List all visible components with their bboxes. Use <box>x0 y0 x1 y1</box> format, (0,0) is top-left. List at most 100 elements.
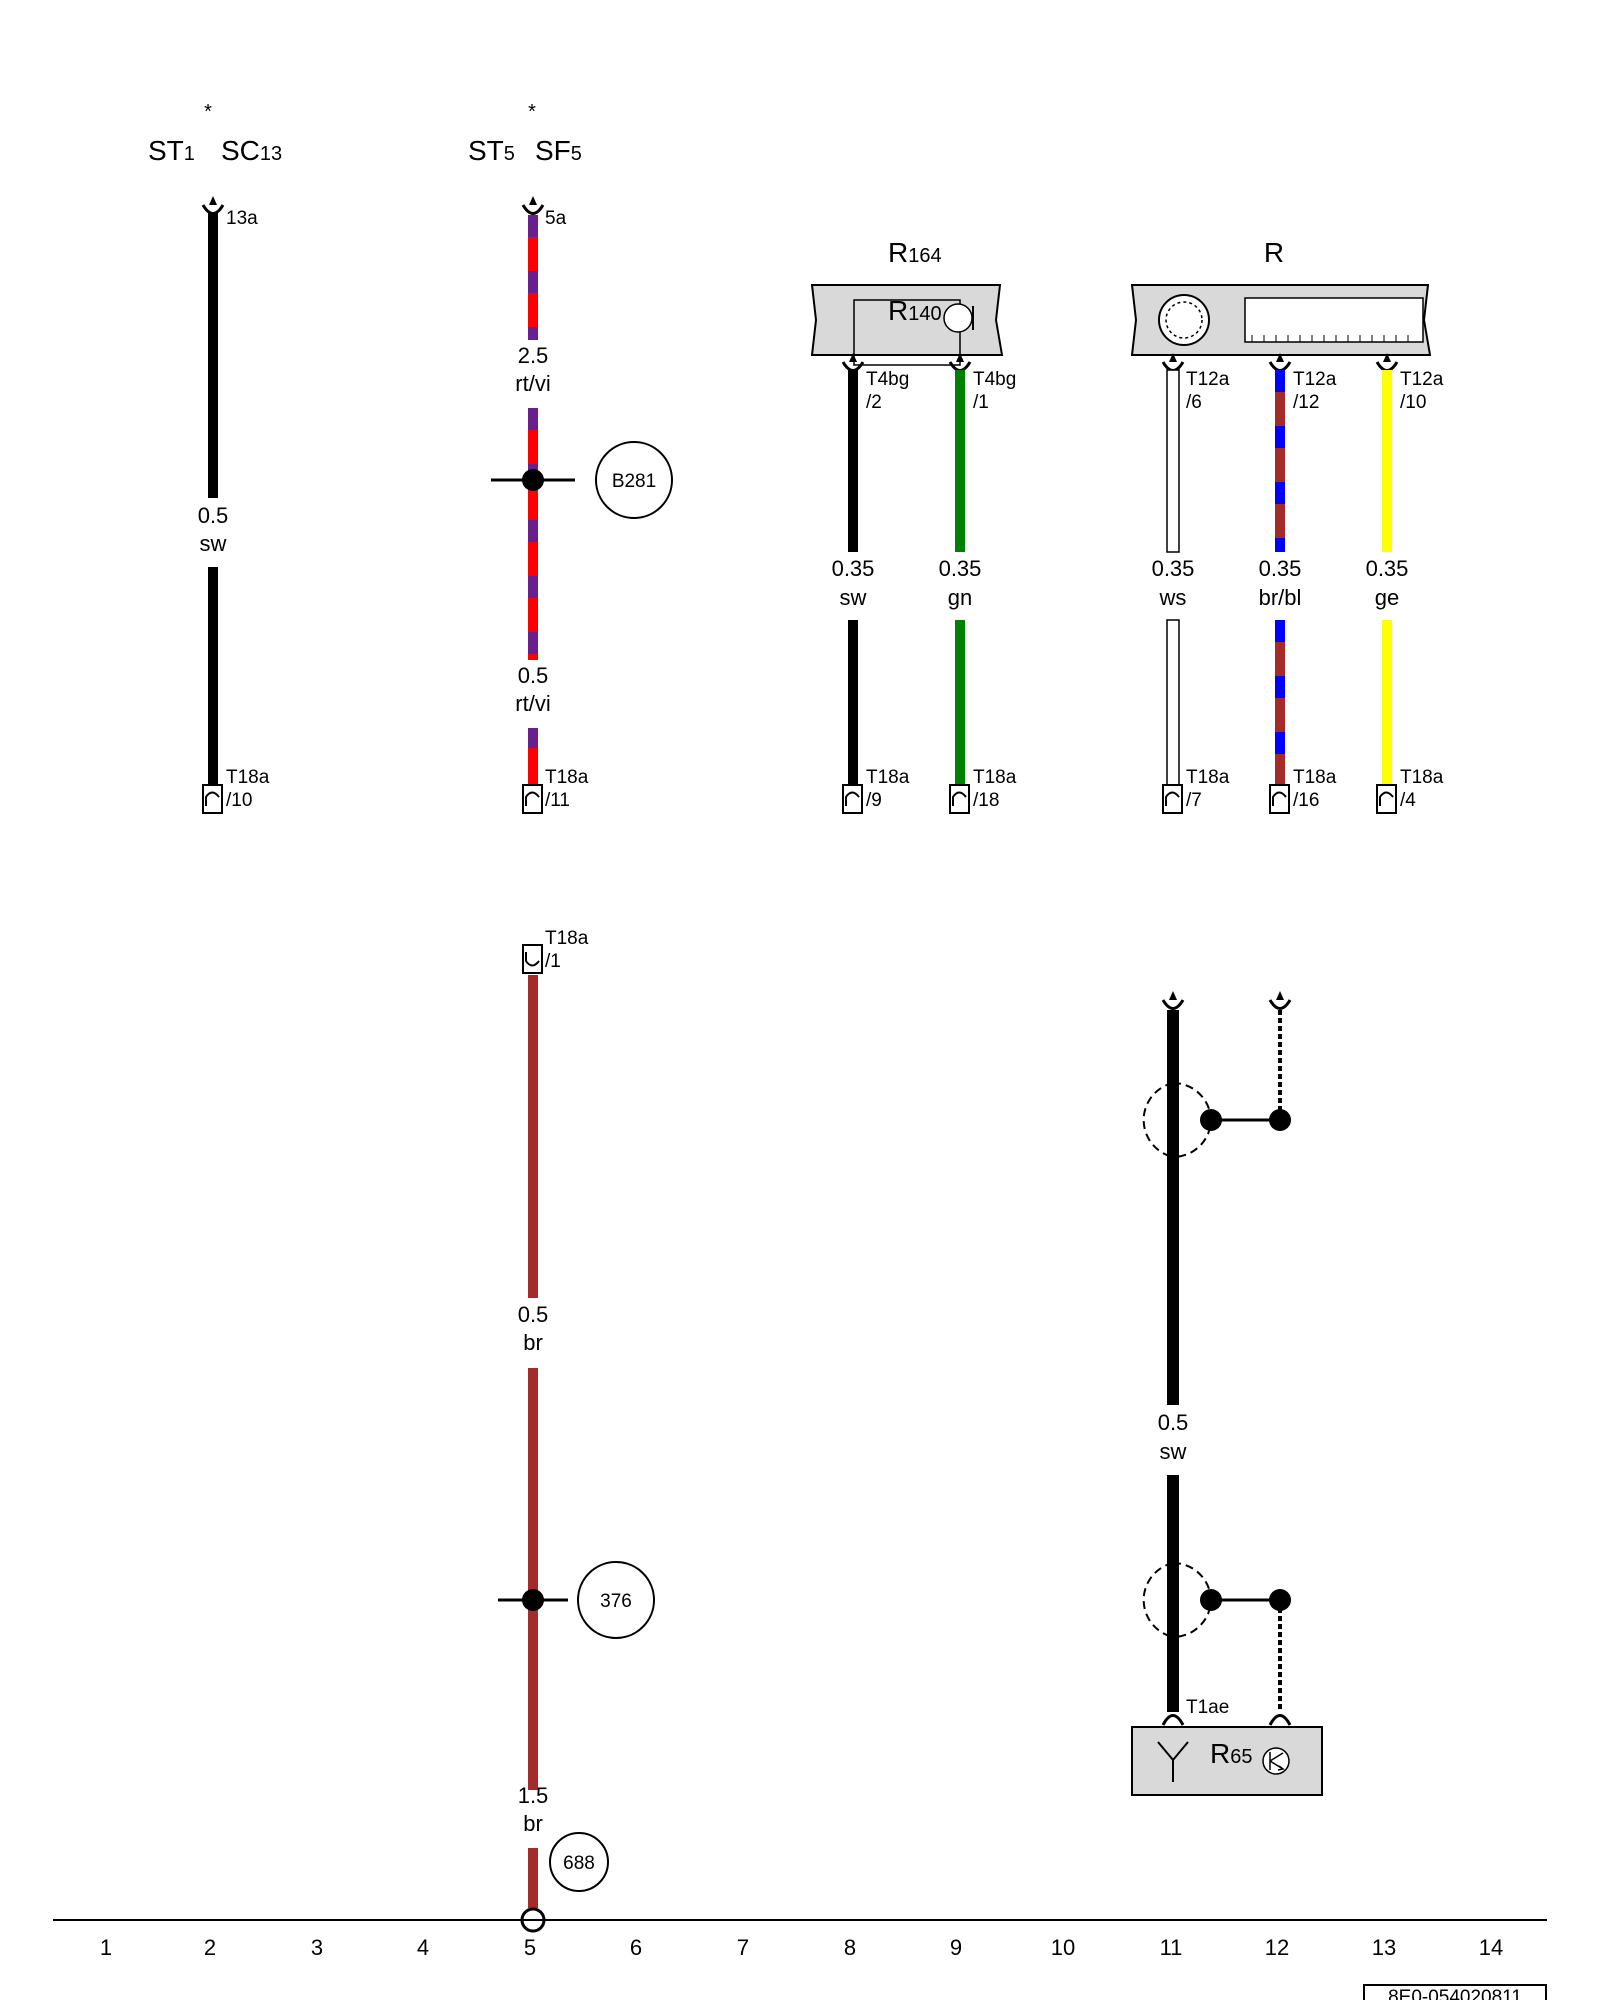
connector-pin-icon <box>522 784 543 814</box>
grid-number: 8 <box>844 1935 856 1960</box>
pin-label-13a: 13a <box>226 208 258 229</box>
grid-number: 10 <box>1051 1935 1075 1960</box>
wire-column-12: T12a /12 0.35 br/bl T18a /16 <box>1259 353 1337 814</box>
pin-number: /9 <box>866 790 882 811</box>
component-r164: R164 R140 <box>810 237 1004 366</box>
connector-fork-icon <box>1161 361 1185 372</box>
speaker-icon <box>943 303 973 333</box>
wire-size: 0.35 <box>1259 556 1302 581</box>
wire-segment <box>1166 369 1180 553</box>
wire-column-8: T4bg /2 0.35 sw T18a /9 <box>832 353 910 814</box>
connector-pin-icon <box>1162 784 1183 814</box>
grid-number: 11 <box>1160 1935 1183 1960</box>
shield-splice-dot <box>1269 1589 1291 1611</box>
wire-color-code: gn <box>948 585 972 610</box>
grid-number: 14 <box>1479 1935 1503 1960</box>
connector-tip-icon <box>1169 991 1177 1000</box>
radio-display-icon <box>1244 297 1424 343</box>
shield-splice-dot <box>1269 1109 1291 1131</box>
pin-number: /1 <box>973 392 989 413</box>
pin-number: /12 <box>1293 392 1319 413</box>
wire-size: 2.5 <box>518 343 549 368</box>
connector-fork-icon <box>841 361 865 372</box>
grid-number: 1 <box>100 1935 112 1960</box>
component-label-r65: R65 <box>1210 1738 1252 1769</box>
wire-color-code: br <box>523 1330 543 1355</box>
wire-size: 0.35 <box>832 556 875 581</box>
reference-label: 376 <box>600 1591 632 1612</box>
connector-label: T12a <box>1186 369 1230 390</box>
wire-color-code: rt/vi <box>515 691 550 716</box>
pin-number: /10 <box>1400 392 1426 413</box>
grid-number-row: 1 2 3 4 5 6 7 8 9 10 11 12 13 14 <box>100 1935 1503 1960</box>
pin-number: /1 <box>545 951 561 972</box>
connector-socket-icon <box>522 944 543 974</box>
connector-label: T18a <box>973 767 1017 788</box>
connector-fork-icon <box>1268 361 1292 372</box>
pin-number: /11 <box>545 790 570 811</box>
connector-pin-icon <box>1376 784 1397 814</box>
wire-column-5-upper: 5a 2.5 rt/vi B281 0.5 rt/vi T18a /11 <box>491 196 673 814</box>
wire-column-2: 13a 0.5 sw T18a /10 <box>198 196 270 814</box>
pin-number: /10 <box>226 790 252 811</box>
wire-column-5-lower: T18a /1 0.5 br 376 1.5 br 688 <box>498 928 655 1933</box>
connector-fork-icon <box>1375 361 1399 372</box>
wire-color-code: br <box>523 1811 543 1836</box>
splice-dot <box>522 469 544 491</box>
connector-fork-icon <box>1161 999 1185 1010</box>
connector-pin-icon <box>842 784 863 814</box>
pin-number: /4 <box>1400 790 1416 811</box>
connector-tip-icon <box>956 353 964 362</box>
shield-circle-icon <box>1142 1082 1174 1158</box>
connector-fork-icon <box>1268 1714 1292 1726</box>
pin-number: /6 <box>1186 392 1202 413</box>
grid-number: 12 <box>1265 1935 1289 1960</box>
connector-tip-icon <box>529 196 537 205</box>
grid-number: 4 <box>417 1935 429 1960</box>
amplifier-icon <box>1262 1747 1290 1775</box>
connector-tip-icon <box>209 196 217 205</box>
wire-color-code: sw <box>840 585 867 610</box>
fuse-label-st1: ST1 <box>148 135 195 166</box>
wire-color-code: ge <box>1375 585 1399 610</box>
display-scale <box>1251 335 1409 342</box>
wire-segment <box>1166 619 1180 786</box>
pin-label-t1ae: T1ae <box>1186 1697 1229 1718</box>
wire-column-11: T12a /6 0.35 ws T18a /7 <box>1152 353 1230 814</box>
fuse-star: * <box>528 101 536 123</box>
connector-label: T18a <box>866 767 910 788</box>
grid-number: 2 <box>204 1935 216 1960</box>
connector-label: T12a <box>1400 369 1444 390</box>
wire-size: 0.35 <box>1152 556 1195 581</box>
wire-size: 0.5 <box>518 663 549 688</box>
component-box <box>810 284 1004 356</box>
connector-fork-icon <box>1268 999 1292 1010</box>
diagram-id: 8E0-054020811 <box>1388 1987 1522 2000</box>
connector-tip-icon <box>1169 353 1177 362</box>
diagram-id-box <box>1363 1984 1547 2000</box>
component-label-r: R <box>1264 237 1284 268</box>
connector-pin-icon <box>949 784 970 814</box>
connector-fork-icon <box>521 204 545 215</box>
fuse-group-st5-sf5: * ST5 SF5 <box>468 101 582 166</box>
wire-color-code: ws <box>1159 585 1187 610</box>
connector-label: T18a <box>545 767 589 788</box>
connector-tip-icon <box>1276 353 1284 362</box>
connector-label: T4bg <box>866 369 909 390</box>
shield-splice-dot <box>1200 1109 1222 1131</box>
wire-size: 0.5 <box>1158 1410 1189 1435</box>
connector-tip-icon <box>849 353 857 362</box>
connector-label: T18a <box>1293 767 1337 788</box>
wire-column-13: T12a /10 0.35 ge T18a /4 <box>1366 353 1444 814</box>
grid-number: 5 <box>524 1935 536 1960</box>
wire-color-code: sw <box>200 531 227 556</box>
reference-label: 688 <box>563 1853 595 1874</box>
grid-number: 9 <box>950 1935 962 1960</box>
fuse-group-st1-sc13: * ST1 SC13 <box>148 101 282 166</box>
connector-label: T12a <box>1293 369 1337 390</box>
wire-size: 1.5 <box>518 1783 549 1808</box>
wire-size: 0.35 <box>1366 556 1409 581</box>
fuse-label-sf5: SF5 <box>535 135 582 166</box>
pin-number: /16 <box>1293 790 1319 811</box>
